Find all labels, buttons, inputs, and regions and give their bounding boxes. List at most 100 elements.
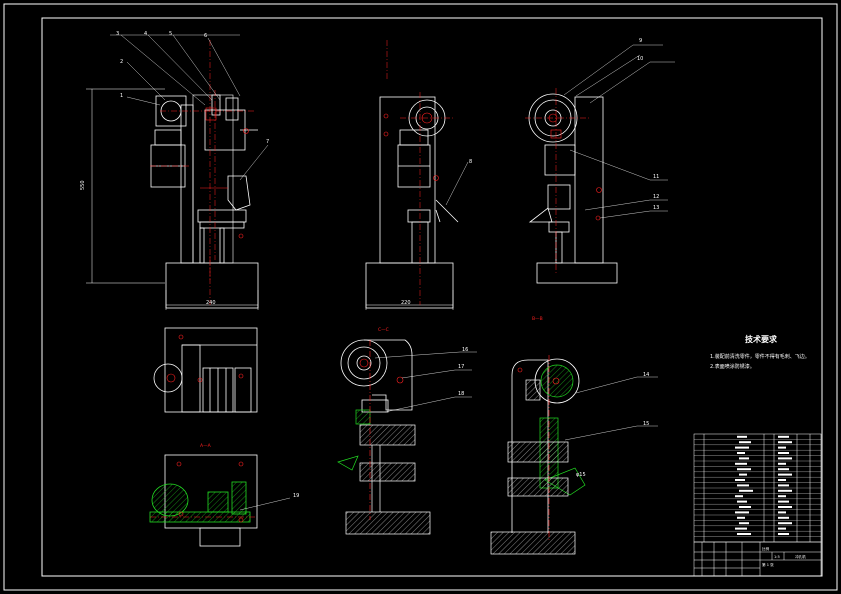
balloon-12: 12 (653, 194, 659, 200)
parts-list-entry-mark (778, 489, 792, 492)
parts-list-rows (694, 439, 821, 537)
dim-front-width: 240 (206, 300, 216, 306)
dim-section-mark: φ15 (576, 472, 586, 478)
title-block-scale-label: 比例 (762, 546, 770, 551)
front-view-centerlines (150, 40, 255, 305)
parts-list-entries (735, 435, 792, 535)
parts-list-entry-mark (737, 484, 749, 487)
parts-list-entry-mark (735, 479, 745, 481)
parts-list-entry-mark (778, 506, 792, 508)
parts-list-entry-mark (778, 457, 792, 460)
section-aa-leader (239, 497, 291, 511)
rear-view-red-parts (548, 113, 602, 221)
parts-list-entry-mark (739, 489, 753, 492)
parts-list-entry-mark (737, 452, 745, 454)
parts-list-entry-mark (778, 527, 786, 530)
parts-list-entry-mark (778, 446, 786, 449)
section-bb-leaders (564, 376, 658, 441)
parts-list-entry-mark (778, 468, 789, 471)
parts-list-entry-mark (778, 500, 789, 503)
parts-list-entry-mark (737, 516, 745, 519)
balloon-17: 17 (458, 364, 464, 370)
front-view (86, 88, 259, 310)
section-bb-hatch (490, 379, 576, 555)
section-cc (340, 339, 413, 413)
balloon-5: 5 (169, 31, 172, 37)
parts-list-entry-mark (778, 452, 789, 454)
balloon-7: 7 (266, 139, 269, 145)
section-cc-green (337, 409, 371, 471)
section-label-cc: C—C (378, 327, 389, 333)
balloon-16: 16 (462, 347, 468, 353)
parts-list-entry-mark (778, 435, 789, 438)
front-view-leaders (110, 34, 269, 181)
rear-view-centerlines (525, 88, 590, 275)
top-view (153, 327, 258, 413)
dim-side-width: 220 (401, 300, 411, 306)
parts-list-entry-mark (737, 533, 751, 535)
parts-list-entry-mark (739, 522, 749, 525)
rear-view-leaders (563, 44, 675, 219)
balloon-4: 4 (144, 31, 147, 37)
side-view (365, 96, 459, 310)
balloon-19-aa: 19 (293, 493, 299, 499)
parts-list-entry-mark (778, 511, 786, 514)
parts-list-entry-mark (737, 500, 747, 503)
parts-list-entry-mark (778, 533, 789, 535)
parts-list-entry-mark (735, 495, 743, 498)
balloon-6: 6 (204, 33, 207, 39)
balloon-9: 9 (639, 38, 642, 44)
parts-list-entry-mark (739, 441, 751, 444)
parts-list-entry-mark (778, 495, 786, 498)
side-view-centerlines (386, 40, 455, 305)
title-block-drawing-name: 冲孔机 (795, 554, 806, 559)
balloon-14: 14 (643, 372, 649, 378)
section-bb-red-parts (517, 355, 560, 540)
parts-list-entry-mark (739, 457, 749, 460)
parts-list-entry-mark (778, 479, 786, 481)
section-label-bb: B—B (532, 316, 543, 322)
parts-list-entry-mark (778, 473, 792, 476)
outer-border (3, 3, 838, 591)
balloon-3: 3 (116, 31, 119, 37)
parts-list-entry-mark (739, 506, 751, 508)
dim-front-height: 550 (80, 180, 86, 190)
parts-list-entry-mark (778, 516, 789, 519)
section-cc-hatch (345, 424, 431, 535)
section-cc-leaders (374, 351, 477, 413)
section-aa-green (149, 481, 251, 523)
balloon-13: 13 (653, 205, 659, 211)
title-block-scale: 1:5 (774, 555, 780, 559)
section-label-aa: A—A (200, 443, 212, 449)
balloon-8: 8 (469, 159, 472, 165)
parts-list-entry-mark (737, 468, 751, 471)
title-block-sheet: 第 1 张 (762, 562, 774, 567)
balloon-2: 2 (120, 59, 123, 65)
parts-list-entry-mark (739, 473, 747, 476)
parts-list-entry-mark (735, 446, 749, 449)
balloon-15: 15 (643, 421, 649, 427)
parts-list-entry-mark (737, 435, 747, 438)
parts-list-entry-mark (735, 527, 747, 530)
parts-list-entry-mark (778, 522, 792, 525)
inner-border (41, 17, 823, 577)
parts-list-entry-mark (778, 441, 792, 444)
parts-list-entry-mark (778, 462, 786, 465)
top-view-red-parts (166, 334, 244, 383)
section-aa-red-parts (150, 461, 255, 523)
parts-list-entry-mark (735, 511, 749, 514)
side-view-red-parts (383, 112, 439, 181)
balloon-18: 18 (458, 391, 464, 397)
parts-list-entry-mark (778, 484, 789, 487)
notes-line-2: 2.表面喷涂防锈漆。 (710, 363, 755, 370)
parts-list-entry-mark (735, 462, 747, 465)
notes-line-1: 1.装配前清洗零件，零件不得有毛刺、飞边。 (710, 353, 810, 360)
side-view-leader-8 (445, 161, 469, 206)
front-view-red-parts (200, 107, 249, 239)
notes-title: 技术要求 (745, 334, 778, 344)
balloon-11: 11 (653, 174, 659, 180)
balloon-10: 10 (637, 56, 643, 62)
title-block (693, 541, 822, 577)
rear-view (528, 54, 641, 284)
